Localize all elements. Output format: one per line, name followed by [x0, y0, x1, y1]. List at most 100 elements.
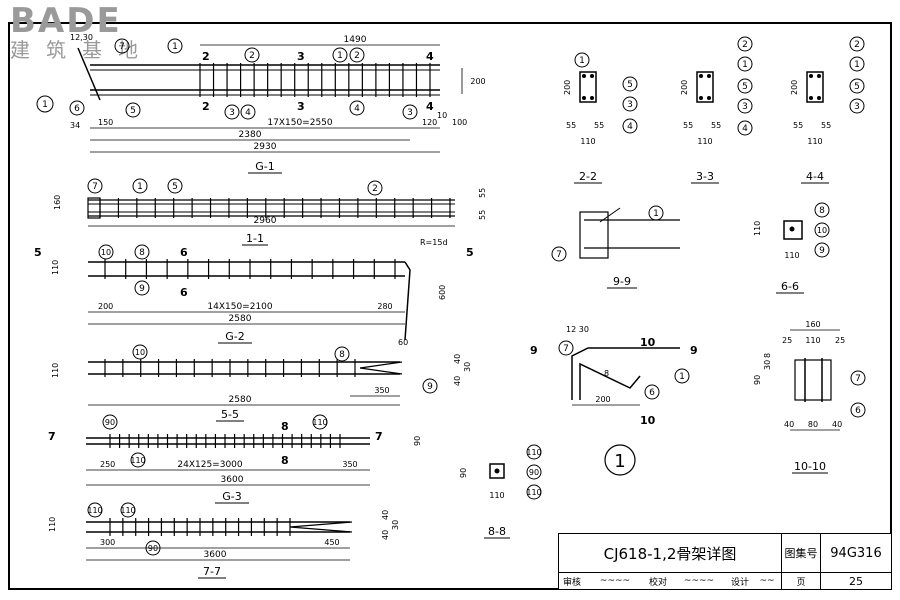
d1-marker-7-label: 7	[563, 344, 569, 354]
s22-marker	[622, 118, 638, 134]
g3-cut-7-right: 7	[375, 430, 383, 443]
g1-marker-4b-label: 4	[354, 104, 360, 114]
s44-marker-label: 3	[854, 102, 860, 112]
g3-marker-13-label: 90	[105, 418, 115, 427]
s55-dim-30: 30	[463, 362, 472, 372]
s1010-dim-40b: 40	[832, 420, 842, 429]
s77-marker-11-label: 110	[87, 506, 102, 515]
d1-marker-1-label: 1	[679, 372, 685, 382]
s33-bar	[707, 74, 711, 78]
s66-marker-8	[814, 202, 830, 218]
s77-dim-3600: 3600	[204, 550, 227, 560]
view-detail-1: 200 12 30 8 9 9 10 10 7 1 6 1	[530, 325, 698, 476]
g1-marker-2a-label: 2	[249, 51, 255, 61]
s11-title: 1-1	[246, 232, 264, 245]
g1-dim-10: 10	[437, 111, 447, 120]
g1-marker-2b	[349, 47, 365, 63]
g2-dim-2580: 2580	[229, 314, 252, 324]
g2-dim-200: 200	[98, 302, 113, 311]
g1-hook	[77, 47, 101, 101]
s77-marker-13	[145, 540, 161, 556]
g1-marker-1c-label: 1	[42, 100, 48, 110]
d1-cut-10-top: 10	[640, 336, 656, 349]
g3-cut-8-top: 8	[281, 420, 289, 433]
s1010-title: 10-10	[794, 460, 826, 473]
view-g1: 1490 12,30 34 150 17X150=2550 120 10 100…	[36, 33, 486, 174]
g2-cut-5-left: 5	[34, 246, 42, 259]
view-10-10: 160 25 110 25 90 30 8 40 80 40 7 6 10-10	[753, 320, 866, 474]
s33-dim-w: 110	[697, 137, 712, 146]
g2-marker-9	[134, 280, 150, 296]
s33-marker-label: 5	[742, 82, 748, 92]
s11-marker-1	[132, 178, 148, 194]
g1-marker-1	[167, 38, 183, 54]
s66-marker-10-label: 10	[817, 226, 827, 235]
d1-bar-lower	[579, 362, 641, 400]
s77-dim-110: 110	[48, 517, 57, 532]
s55-marker-8-label: 8	[339, 350, 345, 360]
sheet-border	[8, 22, 892, 590]
g1-dim-spacing: 17X150=2550	[267, 118, 333, 128]
d1-bar-upper	[571, 347, 680, 400]
detail-1-label: 1	[614, 451, 625, 472]
s11-marker-1-label: 1	[137, 182, 143, 192]
g1-marker-4b	[349, 100, 365, 116]
s55-dim-40a: 40	[453, 354, 462, 364]
g3-marker-12	[130, 452, 146, 468]
g2-dim-spacing: 14X150=2100	[207, 302, 273, 312]
s33-marker-label: 4	[742, 124, 748, 134]
s33-bar	[707, 96, 711, 100]
s77-dim-40b: 40	[381, 530, 390, 540]
s77-dim-40a: 40	[381, 510, 390, 520]
d1-dim-8: 8	[604, 369, 609, 378]
s11-dim-160: 160	[53, 195, 62, 210]
s44-title: 4-4	[806, 170, 824, 183]
s22-marker-label: 4	[627, 122, 633, 132]
g1-marker-6	[69, 100, 85, 116]
s33-marker	[737, 56, 753, 72]
view-6-6: 8 10 9 110 110 6-6	[753, 202, 830, 294]
s33-stirrup	[696, 71, 714, 103]
g1-marker-1b	[332, 47, 348, 63]
s44-bar	[817, 74, 821, 78]
title-block-review: 审核	[562, 577, 581, 588]
g2-cut-6-top: 6	[180, 246, 188, 259]
title-block-title: CJ618-1,2骨架详图	[559, 534, 782, 573]
s22-dim-a: 55	[566, 121, 576, 130]
g3-cut-8-bottom: 8	[281, 454, 289, 467]
design-signature: ~~	[753, 573, 782, 589]
s99-marker-7-label: 7	[556, 250, 562, 260]
s77-title: 7-7	[203, 565, 221, 578]
g3-marker-12-label: 110	[130, 456, 145, 465]
g1-cut-4-bottom: 4	[426, 100, 434, 113]
d1-dim-1230: 12 30	[566, 325, 589, 334]
s88-marker-12-label: 110	[526, 488, 541, 497]
s77-dim-450: 450	[324, 538, 339, 547]
g1-marker-5	[125, 102, 141, 118]
s22-dim-b: 55	[594, 121, 604, 130]
g1-marker-3b	[402, 104, 418, 120]
s22-bar	[582, 96, 586, 100]
title-block: CJ618-1,2骨架详图 图集号 94G316 审核 ~~~~ 校对 ~~~~…	[558, 533, 892, 590]
s44-bar	[809, 74, 813, 78]
s88-bar	[494, 468, 500, 474]
g2-radius: R=15d	[420, 238, 448, 247]
s55-marker-10-label: 10	[135, 348, 145, 357]
s44-dim-w: 110	[807, 137, 822, 146]
s33-marker-label: 3	[742, 102, 748, 112]
g2-dim-60: 60	[398, 338, 408, 347]
g2-bent-bar	[404, 261, 411, 341]
g1-dim-120: 120	[422, 118, 437, 127]
s55-marker-9-label: 9	[427, 382, 433, 392]
g1-marker-3a	[224, 104, 240, 120]
s44-marker	[849, 78, 865, 94]
s55-stirrups	[104, 359, 356, 377]
s55-title: 5-5	[221, 408, 239, 421]
s55-dim-350-label: 350	[374, 386, 389, 395]
g2-marker-8	[134, 244, 150, 260]
view-1-1: 2960 160 55 55 7 1 5 2 1-1	[53, 178, 487, 246]
view-7-7: 300 450 3600 110 40 40 30 110 110 90 7-7	[48, 502, 400, 579]
title-block-atlas-no: 94G316	[821, 534, 891, 573]
